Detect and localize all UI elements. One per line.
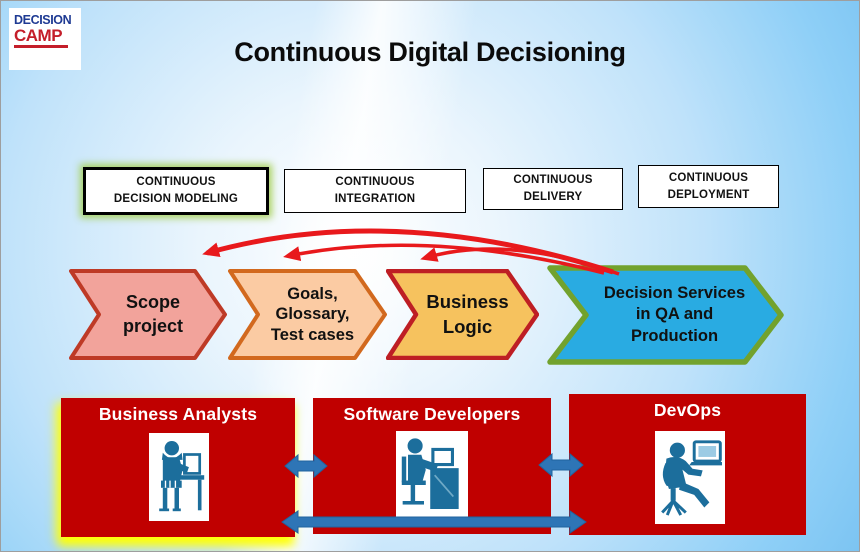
stage-label-line: CONTINUOUS (335, 176, 415, 189)
chevron-label-line: Test cases (270, 325, 355, 344)
chevron-label-line: Decision Services (603, 283, 746, 302)
team-box-devops: DevOps (569, 394, 806, 535)
team-label: Software Developers (343, 404, 521, 424)
slide-title: Continuous Digital Decisioning (234, 37, 626, 67)
chevron-label: Decision Services in QA and Production (547, 265, 784, 365)
person-icon-svg (661, 439, 722, 516)
team-box-software-developers: Software Developers (313, 398, 551, 534)
chevron-decision-services-qa-production: Decision Services in QA and Production (547, 265, 784, 365)
chevron-goals-glossary-test-cases: Goals, Glossary, Test cases (228, 269, 387, 360)
chevron-label-line: Production (630, 326, 719, 345)
decisioncamp-logo: DECISION CAMP (9, 8, 81, 70)
chevron-business-logic: Business Logic (386, 269, 539, 360)
person-icon-svg (401, 438, 459, 509)
devops-engineer-with-laptop-icon (655, 431, 725, 524)
stage-box-continuous-deployment: CONTINUOUS DEPLOYMENT (638, 165, 779, 208)
stage-box-continuous-decision-modeling: CONTINUOUS DECISION MODELING (83, 167, 269, 215)
stage-label-line: DECISION MODELING (113, 193, 239, 205)
stage-label-line: DEPLOYMENT (667, 188, 750, 201)
chevron-shape (69, 269, 227, 360)
logo-text-decision: DECISION (14, 13, 72, 27)
chevron-scope-project: Scope project (69, 269, 227, 360)
chevron-label: Goals, Glossary, Test cases (228, 269, 387, 360)
chevron-label-line: in QA and (635, 305, 714, 324)
team-box-business-analysts: Business Analysts (61, 398, 295, 537)
logo-text-camp: CAMP (14, 26, 68, 49)
chevron-shape (547, 265, 784, 365)
stage-box-continuous-integration: CONTINUOUS INTEGRATION (284, 169, 466, 213)
chevron-label-line: Glossary, (275, 305, 350, 324)
stage-box-continuous-delivery: CONTINUOUS DELIVERY (483, 168, 623, 210)
stage-label-line: CONTINUOUS (513, 174, 593, 187)
chevron-label-line: Goals, (287, 284, 338, 303)
team-label: Business Analysts (98, 404, 258, 424)
stage-label-line: CONTINUOUS (136, 176, 216, 189)
chevron-label-line: project (122, 315, 183, 336)
chevron-label-line: Scope (125, 292, 181, 313)
stage-label-line: INTEGRATION (334, 193, 416, 205)
chevron-label-line: Business (426, 291, 509, 313)
developer-at-workstation-icon (396, 431, 468, 523)
team-label: DevOps (653, 400, 722, 420)
business-analyst-at-desk-icon (149, 433, 209, 521)
chevron-label: Scope project (69, 269, 227, 360)
stage-label-line: DELIVERY (523, 191, 583, 203)
chevron-label: Business Logic (386, 269, 539, 360)
person-icon-svg (159, 441, 205, 512)
stage-label-line: CONTINUOUS (668, 171, 749, 184)
chevron-label-line: Logic (442, 315, 493, 337)
